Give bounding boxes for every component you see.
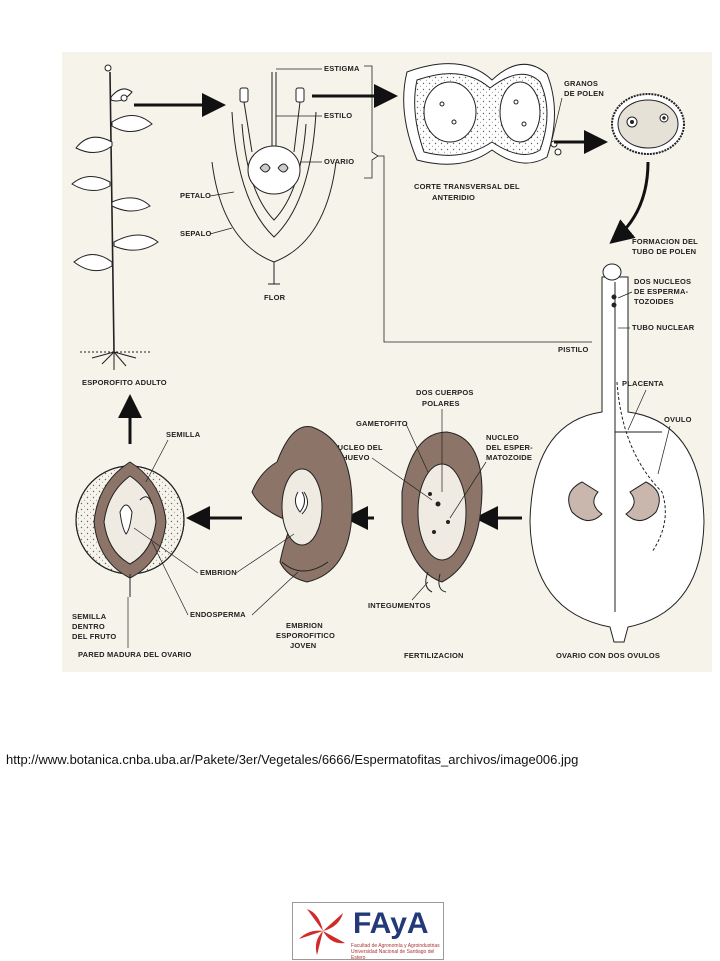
label-dos-cuerpos-2: POLARES xyxy=(422,399,460,408)
label-gametofito: GAMETOFITO xyxy=(356,419,408,428)
fertilization-ovule-illustration xyxy=(401,431,483,593)
faya-logo: FAyA Facultad de Agronomía y Agroindustr… xyxy=(292,902,444,961)
label-dos-cuerpos-1: DOS CUERPOS xyxy=(416,388,474,397)
label-dos-nucleos-1: DOS NUCLEOS xyxy=(634,277,691,286)
label-nucleo-esperm-2: DEL ESPER- xyxy=(486,443,533,452)
label-semilla-fruto-3: DEL FRUTO xyxy=(72,632,116,641)
flower-logo-icon xyxy=(299,909,345,955)
label-petalo: PETALO xyxy=(180,191,211,200)
flower-illustration xyxy=(211,72,337,285)
label-endosperma: ENDOSPERMA xyxy=(190,610,246,619)
label-dos-nucleos-2: DE ESPERMA- xyxy=(634,287,689,296)
label-esporofito-adulto: ESPOROFITO ADULTO xyxy=(82,378,167,387)
label-fertilizacion: FERTILIZACION xyxy=(404,651,464,660)
label-estigma: ESTIGMA xyxy=(324,64,360,73)
label-formacion-1: FORMACION DEL xyxy=(632,237,698,246)
adult-sporophyte-plant xyxy=(71,64,159,370)
label-nucleo-huevo-2: HUEVO xyxy=(342,453,370,462)
source-url: http://www.botanica.cnba.uba.ar/Pakete/3… xyxy=(6,752,579,767)
logo-subtitle: Facultad de Agronomía y Agroindustrias U… xyxy=(351,943,440,961)
label-pared-madura: PARED MADURA DEL OVARIO xyxy=(78,650,192,659)
label-embrion-esp-2: ESPOROFITICO xyxy=(276,631,335,640)
label-flor: FLOR xyxy=(264,293,286,302)
young-embryo-illustration xyxy=(251,425,353,583)
seed-in-fruit-illustration xyxy=(75,461,185,597)
label-granos-2: DE POLEN xyxy=(564,89,604,98)
label-dos-nucleos-3: TOZOIDES xyxy=(634,297,674,306)
label-ovulo: OVULO xyxy=(664,415,692,424)
label-embrion-esp-1: EMBRION xyxy=(286,621,323,630)
label-corte-2: ANTERIDIO xyxy=(432,193,475,202)
label-corte-1: CORTE TRANSVERSAL DEL xyxy=(414,182,520,191)
label-semilla-fruto-1: SEMILLA xyxy=(72,612,107,621)
label-ovario: OVARIO xyxy=(324,157,354,166)
life-cycle-diagram: ESPOROFITO ADULTO ESTIGMA ESTILO OVARIO … xyxy=(62,52,712,672)
label-embrion-esp-3: JOVEN xyxy=(290,641,316,650)
label-integumentos: INTEGUMENTOS xyxy=(368,601,431,610)
label-ovario-dos-ovulos: OVARIO CON DOS OVULOS xyxy=(556,651,660,660)
pistil-ovary-illustration xyxy=(529,263,705,643)
pollen-grain-illustration xyxy=(611,93,685,155)
label-placenta: PLACENTA xyxy=(622,379,664,388)
label-granos-1: GRANOS xyxy=(564,79,598,88)
label-embrion: EMBRION xyxy=(200,568,237,577)
label-nucleo-huevo-1: NUCLEO DEL xyxy=(332,443,383,452)
anther-cross-section xyxy=(403,63,555,165)
label-semilla-fruto-2: DENTRO xyxy=(72,622,105,631)
label-semilla: SEMILLA xyxy=(166,430,201,439)
label-pistilo: PISTILO xyxy=(558,345,589,354)
logo-word: FAyA xyxy=(353,907,429,940)
label-estilo: ESTILO xyxy=(324,111,352,120)
label-sepalo: SEPALO xyxy=(180,229,211,238)
label-nucleo-esperm-3: MATOZOIDE xyxy=(486,453,532,462)
label-formacion-2: TUBO DE POLEN xyxy=(632,247,696,256)
label-tubo-nuclear: TUBO NUCLEAR xyxy=(632,323,695,332)
label-nucleo-esperm-1: NUCLEO xyxy=(486,433,519,442)
